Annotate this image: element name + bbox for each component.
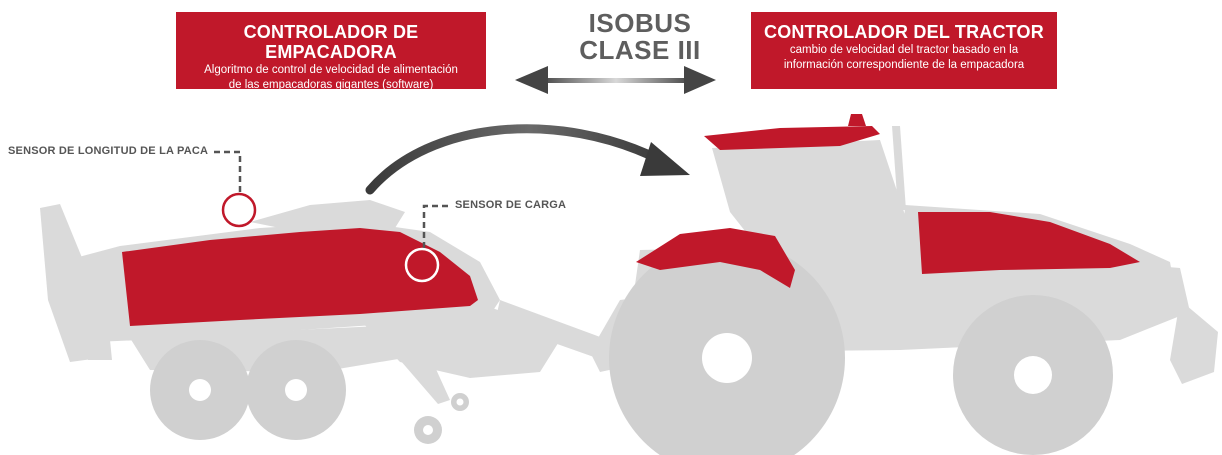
data-flow-arrow [365,124,665,195]
tractor-controller-box: CONTROLADOR DEL TRACTOR cambio de veloci… [751,12,1057,89]
tractor-controller-title: CONTROLADOR DEL TRACTOR [764,22,1044,42]
isobus-label: ISOBUS CLASE III [560,10,720,64]
baler-controller-description: Algoritmo de control de velocidad de ali… [176,63,486,93]
data-flow-arrowhead [640,142,690,176]
isobus-line-1: ISOBUS [588,8,692,38]
tractor-red-parts [636,114,1140,288]
tractor-controller-line-2: información correspondiente de la empaca… [783,59,1025,71]
baler-controller-line-1: Algoritmo de control de velocidad de ali… [204,64,458,76]
isobus-line-2: CLASE III [579,35,701,65]
tractor-wheels [609,240,1113,455]
load-sensor-marker [404,204,448,283]
baler-controller-title: CONTROLADOR DE EMPACADORA [243,22,419,62]
baler-wheels [150,340,469,444]
bale-length-sensor-marker [214,150,257,228]
bale-length-sensor-label: SENSOR DE LONGITUD DE LA PACA [8,145,209,157]
baler-controller-box: CONTROLADOR DE EMPACADORA Algoritmo de c… [176,12,486,91]
isobus-double-arrow [515,66,716,94]
tractor-controller-line-1: cambio de velocidad del tractor basado e… [789,44,1019,56]
baler-red-body [122,228,478,326]
baler-controller-line-2: de las empacadoras gigantes (software) [228,79,434,91]
load-sensor-label: SENSOR DE CARGA [455,199,567,211]
tractor-controller-description: cambio de velocidad del tractor basado e… [751,43,1057,73]
